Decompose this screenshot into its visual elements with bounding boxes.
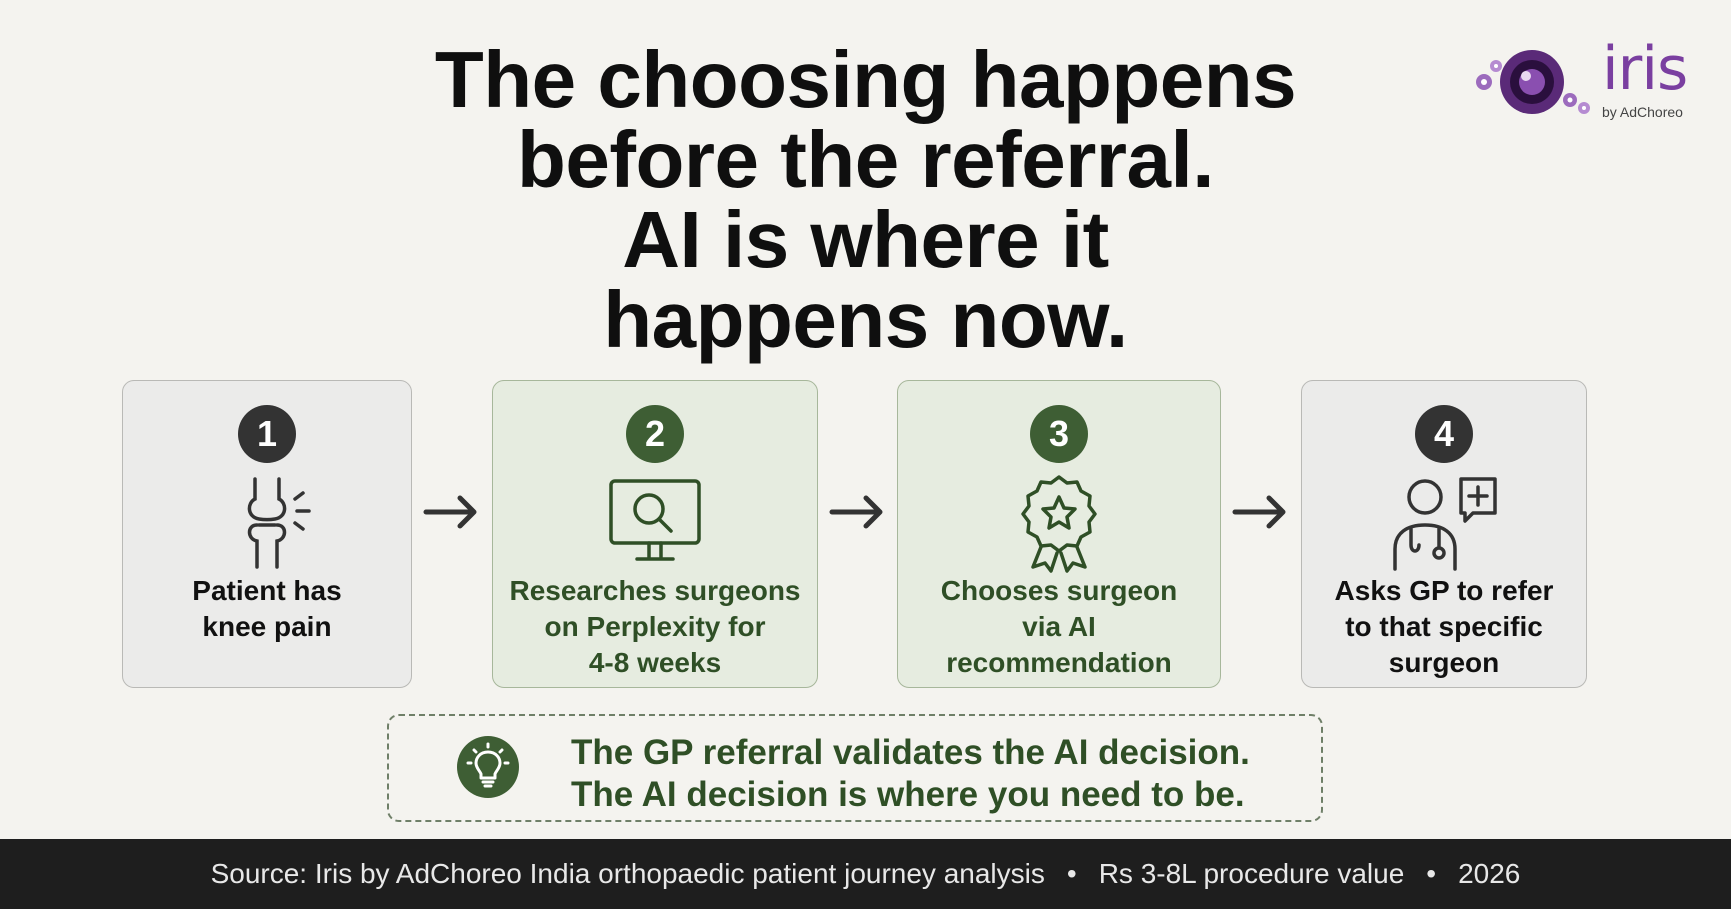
step-4-label: Asks GP to refer to that specific surgeo… <box>1334 575 1554 678</box>
callout-line-2: The AI decision is where you need to be. <box>571 775 1245 814</box>
key-insight-callout: The GP referral validates the AI decisio… <box>387 714 1323 822</box>
headline-line-2: before the referral. <box>517 115 1214 204</box>
step-1-label: Patient has knee pain <box>192 575 342 642</box>
step-1-card: 1 Patient has knee pain <box>122 380 412 688</box>
footer-procedure-value: Rs 3-8L procedure value <box>1098 858 1405 889</box>
headline: The choosing happens before the referral… <box>0 40 1731 360</box>
step-3-number: 3 <box>1030 405 1088 463</box>
step-2-number: 2 <box>626 405 684 463</box>
footer-year: 2026 <box>1458 858 1521 889</box>
arrow-right-icon <box>423 495 477 529</box>
doctor-chat-icon <box>1393 477 1497 571</box>
lightbulb-icon <box>457 736 519 798</box>
step-3-label: Chooses surgeon via AI recommendation <box>940 575 1178 678</box>
step-3-card: 3 Chooses surgeon via AI recommendation <box>897 380 1221 688</box>
footer-separator: • <box>1426 858 1437 889</box>
footer-separator: • <box>1066 858 1077 889</box>
monitor-search-icon <box>609 479 701 561</box>
iris-eye-icon <box>1476 50 1590 114</box>
step-1-number: 1 <box>238 405 296 463</box>
footer-source: Source: Iris by AdChoreo India orthopaed… <box>210 858 1045 889</box>
logo-tagline: by AdChoreo <box>1602 104 1683 120</box>
step-4-card: 4 Asks GP to refer to that specific surg… <box>1301 380 1587 688</box>
award-star-icon <box>1021 475 1097 573</box>
callout-text: The GP referral validates the AI decisio… <box>571 732 1250 816</box>
logo-wordmark: iris <box>1602 34 1688 104</box>
callout-line-1: The GP referral validates the AI decisio… <box>571 733 1250 772</box>
headline-line-1: The choosing happens <box>434 35 1297 124</box>
step-4-number: 4 <box>1415 405 1473 463</box>
step-2-card: 2 Researches surgeons on Perplexity for … <box>492 380 818 688</box>
knee-pain-icon <box>247 477 311 569</box>
source-footer: Source: Iris by AdChoreo India orthopaed… <box>0 839 1731 909</box>
headline-line-3: AI is where it <box>622 195 1109 284</box>
headline-line-4: happens now. <box>603 275 1128 364</box>
arrow-right-icon <box>1232 495 1286 529</box>
iris-logo: iris by AdChoreo <box>1470 34 1700 122</box>
arrow-right-icon <box>829 495 883 529</box>
step-2-label: Researches surgeons on Perplexity for 4-… <box>509 575 801 678</box>
